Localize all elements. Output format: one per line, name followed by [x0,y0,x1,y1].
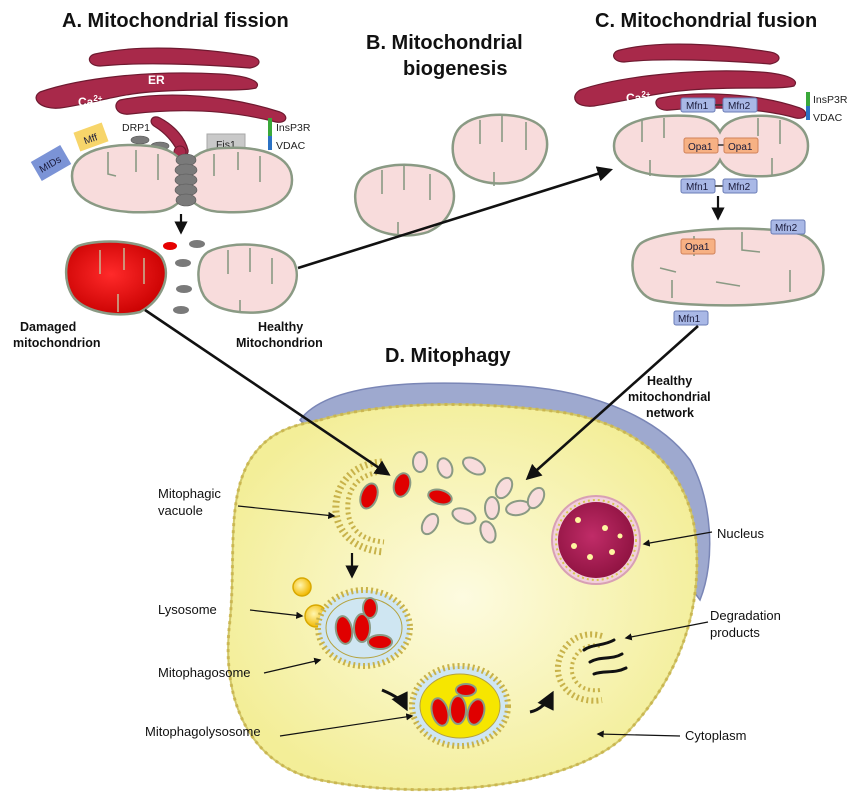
drp1-released [173,240,205,314]
mitophagic-vacuole [332,458,385,556]
healthy-label-1: Healthy [258,320,303,334]
opa1-label-right: Opa1 [728,142,753,153]
drp1-ring [174,153,198,207]
network-label-2: mitochondrial [628,390,711,404]
lysosome-free [292,577,312,597]
mitophagolysosome [409,663,511,749]
mfn2-fused [770,219,806,235]
vdac-label-fusion: VDAC [813,112,843,124]
drp1-released-red [163,242,177,250]
curved-arrow-2 [529,690,554,714]
mitophagosome [315,587,413,669]
lysosome-pointer [249,609,304,619]
mfn1-fused [673,310,709,326]
mids-protein [30,144,72,182]
degradation-pointer [624,621,709,641]
degradation-label-2: products [710,625,760,640]
cytoplasm-label: Cytoplasm [685,728,746,743]
biogenesis-title-line1: B. Mitochondrial [366,32,523,54]
biogenesis-title-line2: biogenesis [403,58,507,80]
fusion-title: C. Mitochondrial fusion [595,10,817,32]
damaged-label-2: mitochondrion [13,336,101,350]
insp3r-label-fusion: InsP3R [813,94,848,106]
opa1-fused [680,238,716,255]
mff-protein [73,122,109,152]
opa1-label-left: Opa1 [688,142,713,153]
mfn2-label-bottom: Mfn2 [728,182,751,193]
insp3r-channel [268,118,272,136]
curved-arrow-1 [381,688,408,712]
cytoplasm-mitochondria [392,451,546,544]
degradation-label-1: Degradation [710,608,781,623]
fission-title: A. Mitochondrial fission [62,10,289,32]
degradation-vesicle [554,631,603,704]
mfn-tether-bottom [680,178,758,194]
insp3r-label-fission: InsP3R [276,122,311,134]
mitophagolysosome-label: Mitophagolysosome [145,724,261,739]
healthy-to-fusion-arrow [297,166,613,270]
drp1-oligomers [130,135,170,151]
mfn1-label-top: Mfn1 [686,101,709,112]
nucleus [551,495,641,585]
vacuole-pointer [237,505,336,519]
mfn2-label-fused: Mfn2 [775,223,798,234]
opa1-label-fused: Opa1 [685,242,710,253]
vacuole-label-1: Mitophagic [158,486,221,501]
vdac-label-fission: VDAC [276,140,306,152]
er-label-fission: ER [148,73,165,87]
network-to-mitophagy-arrow [525,325,699,481]
er-label-fusion: ER [682,59,699,73]
healthy-label-2: Mitochondrion [236,336,323,350]
lysosome-label: Lysosome [158,602,217,617]
vdac-channel-fusion [806,106,810,120]
biogenesis-mitochondrion-2 [451,113,549,186]
nucleus-label: Nucleus [717,526,764,541]
damaged-mitochondrion [64,240,168,316]
biogenesis-mitochondrion-1 [353,163,456,237]
mitophagy-title: D. Mitophagy [385,345,511,367]
mitophagolysosome-pointer [279,713,414,737]
network-label-3: network [646,406,694,420]
mitophagosome-label: Mitophagosome [158,665,251,680]
opa1-tether [683,137,759,154]
insp3r-channel-fusion [806,92,810,106]
drp1-label: DRP1 [122,122,150,134]
mitophagosome-pointer [263,657,322,674]
ca-label-fission: Ca2+ [78,94,103,109]
mfn1-label-bottom: Mfn1 [686,182,709,193]
cytoplasm-pointer [596,730,681,738]
damaged-to-mitophagy-arrow [144,308,391,476]
mfn1-label-fused: Mfn1 [678,314,701,325]
ca-label-fusion: Ca2+ [626,90,651,105]
healthy-mitochondrion [197,243,299,314]
mfn2-label-top: Mfn2 [728,101,751,112]
nucleus-pointer [642,531,713,547]
cell-membrane-dots [226,402,699,792]
mfn-tether-top [680,97,758,113]
er-network-fission [35,47,287,159]
vdac-channel [268,136,272,150]
damaged-label-1: Damaged [20,320,76,334]
fused-mitochondrion [631,227,825,307]
vacuole-label-2: vacuole [158,503,203,518]
network-label-1: Healthy [647,374,692,388]
degradation-products [582,638,628,676]
mff-label: Mff [82,132,99,147]
